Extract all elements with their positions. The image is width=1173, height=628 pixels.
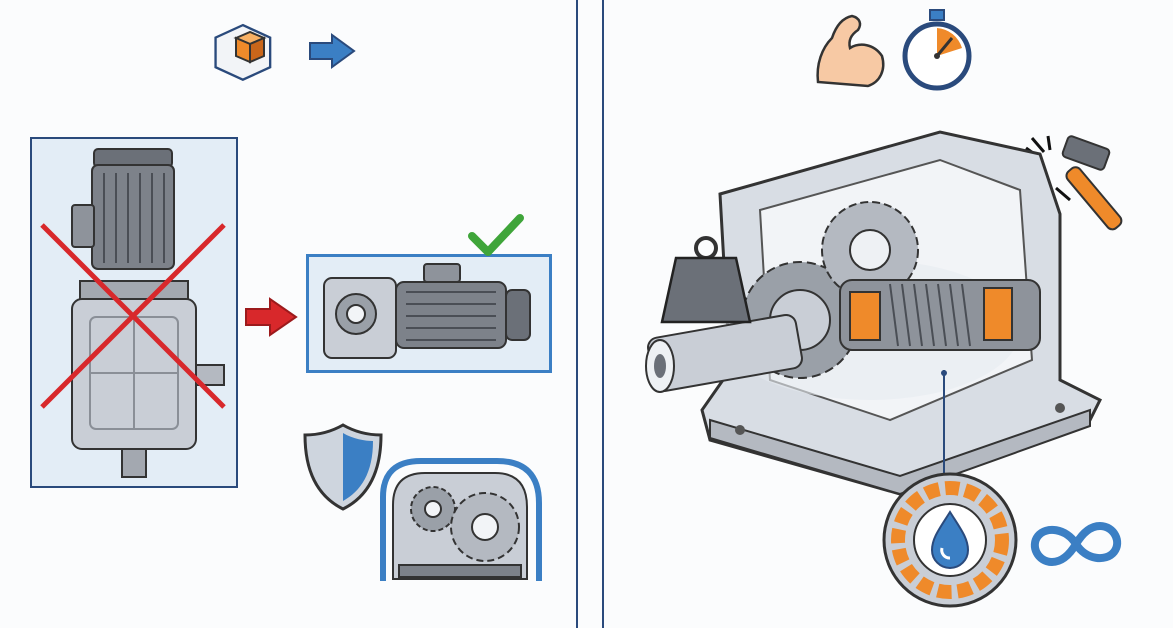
green-checkmark-icon — [468, 214, 524, 256]
cube-icon — [214, 23, 272, 82]
cutaway-bevel-helical-gearbox — [645, 130, 1103, 496]
arrow-right-icon — [309, 33, 356, 69]
horizontal-compact-motor-gearbox — [323, 263, 531, 359]
red-cross-line-2 — [40, 223, 226, 409]
bevel-gear-small — [821, 201, 919, 299]
infinity-icon — [1030, 521, 1122, 567]
enclosed-gears-icon — [380, 458, 542, 581]
stopwatch-icon — [902, 9, 972, 91]
output-shaft — [645, 313, 803, 393]
helical-shaft — [839, 279, 1041, 351]
shield-icon — [303, 423, 383, 511]
left-panel — [0, 0, 578, 628]
right-panel — [602, 0, 1173, 628]
sealed-bearing-oil-drop-icon — [882, 472, 1018, 608]
weight-icon — [660, 236, 752, 324]
flexed-arm-icon — [816, 14, 885, 88]
red-arrow-right-icon — [245, 297, 298, 337]
detail-connector-line — [941, 370, 947, 480]
vertical-motor-gear-unit — [40, 148, 226, 478]
